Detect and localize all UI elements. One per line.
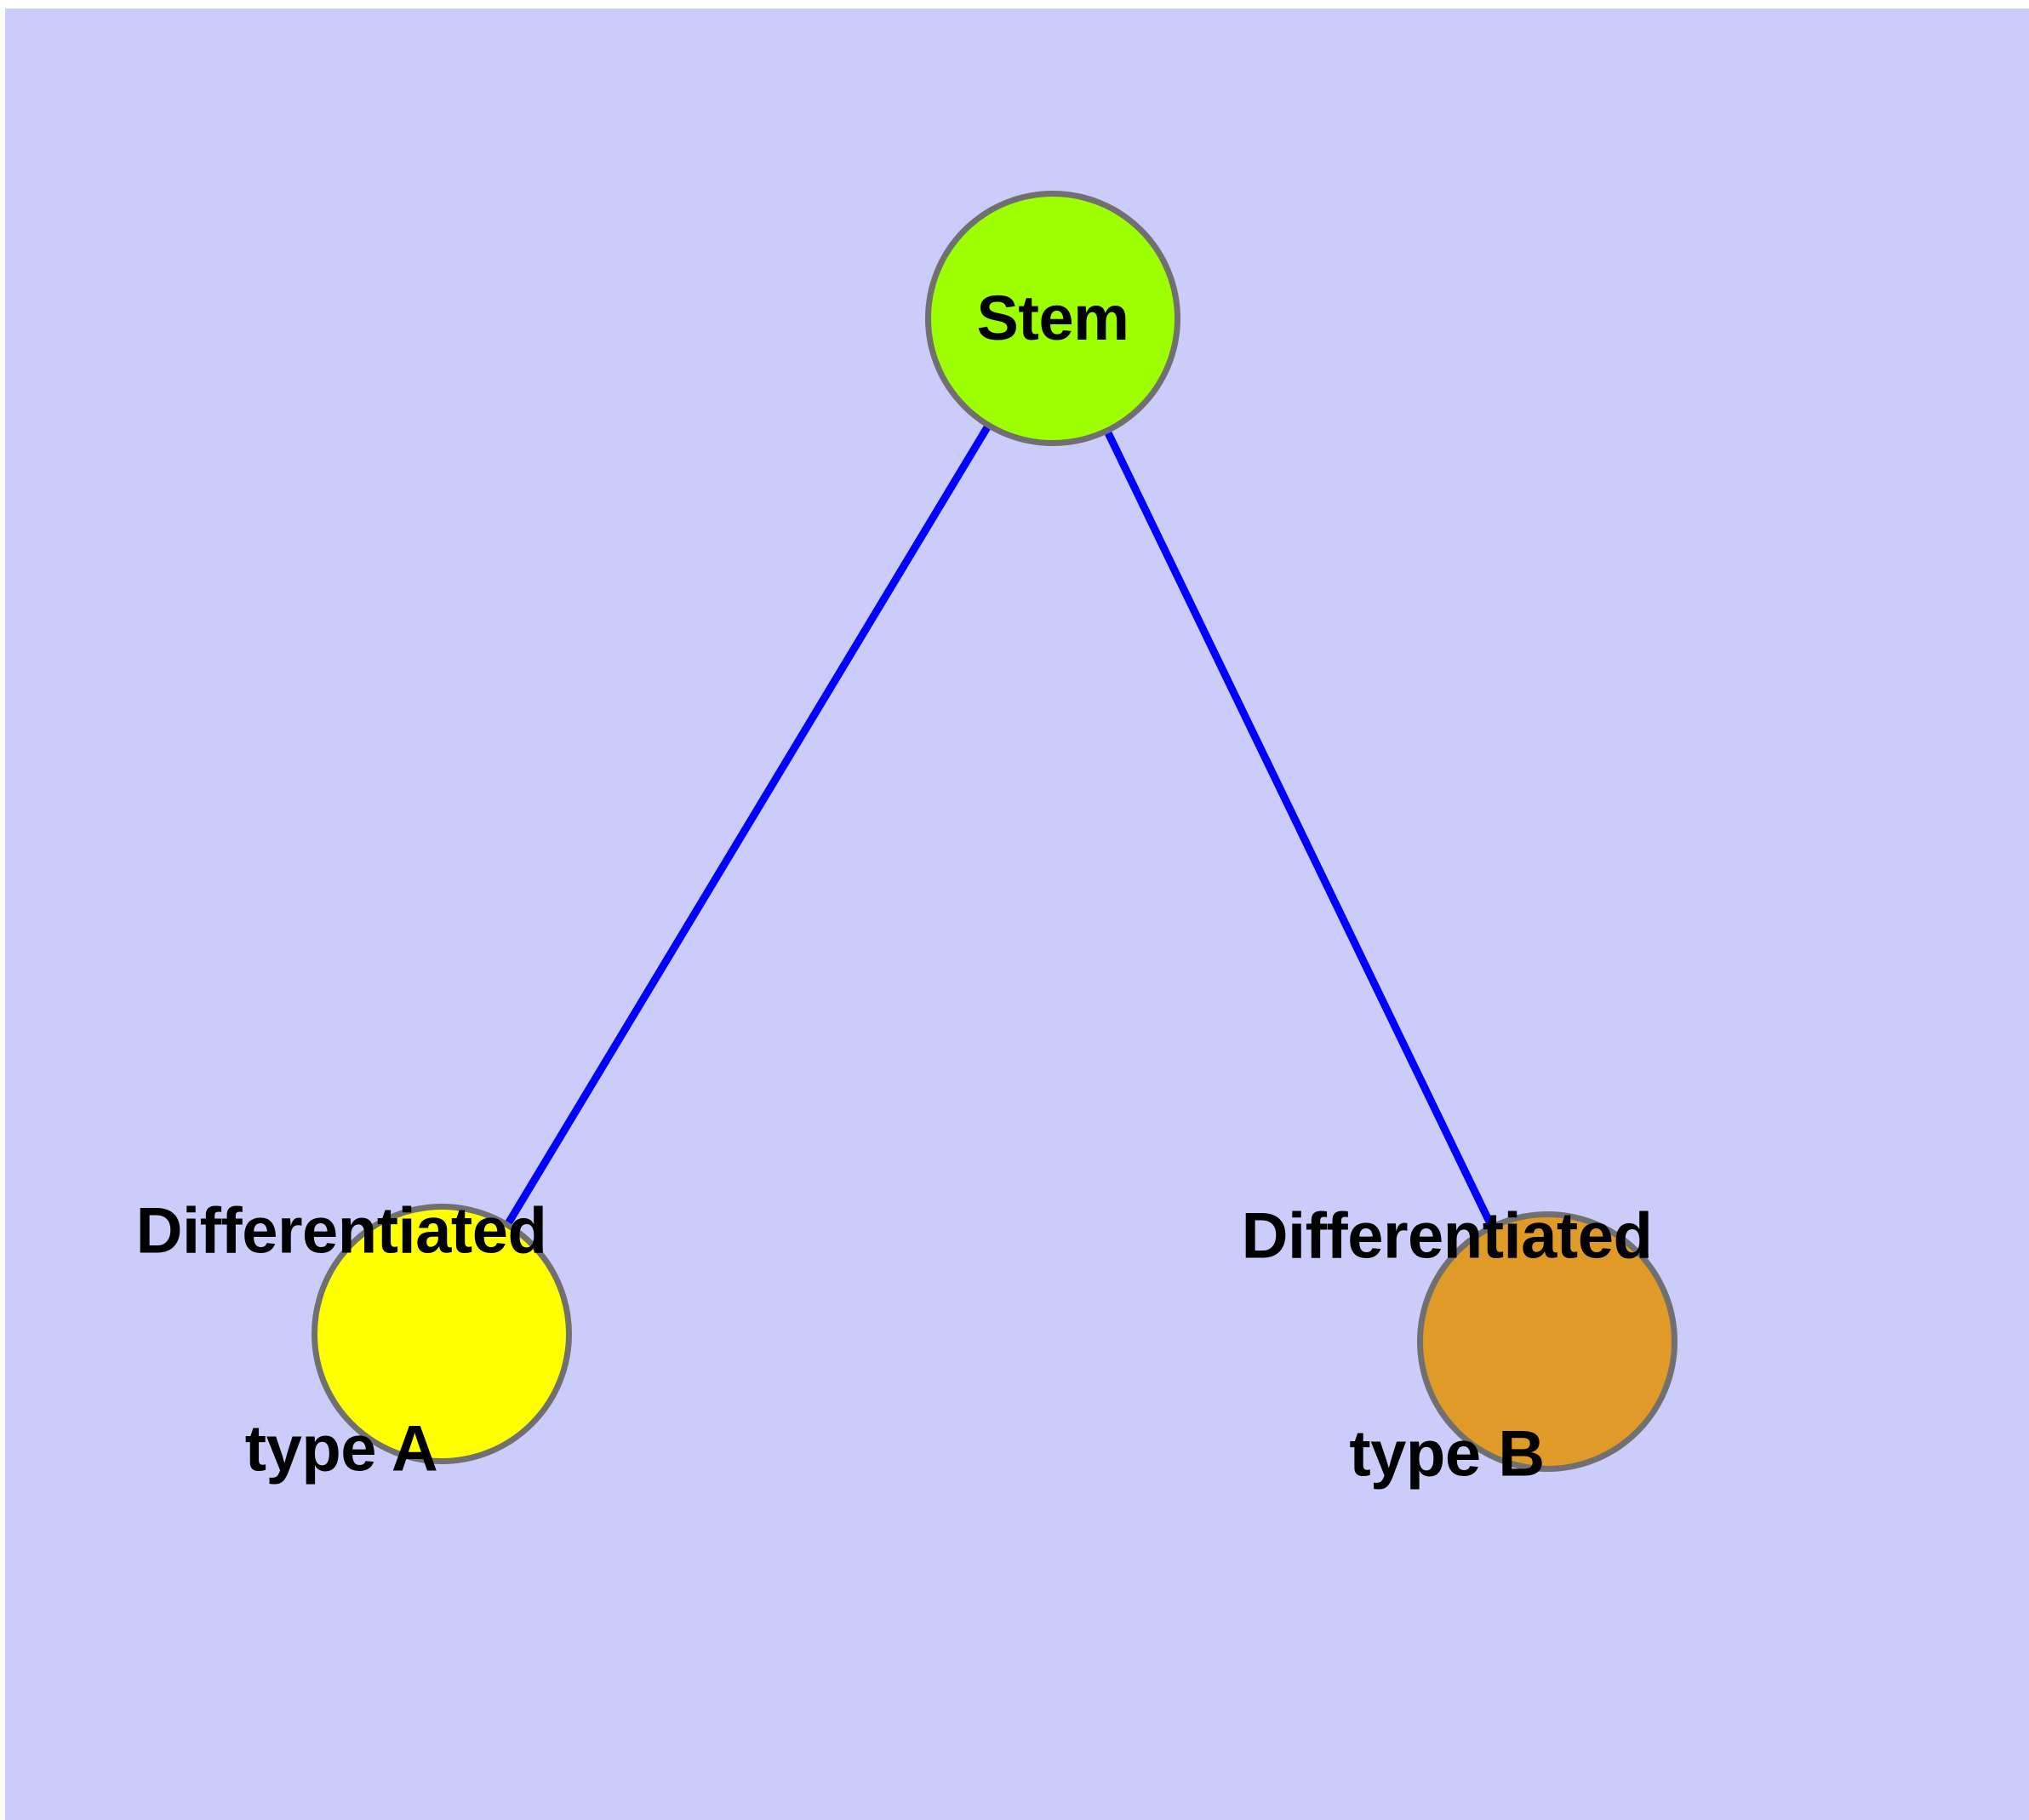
edge-layer [438,316,1552,1343]
edge-stem-to-differentiated-type-b[interactable] [1049,317,1552,1343]
node-differentiated-type-b[interactable] [1417,1211,1677,1472]
node-stem[interactable] [925,191,1180,446]
node-layer [311,191,1677,1472]
node-differentiated-type-a[interactable] [311,1204,572,1464]
edge-stem-to-differentiated-type-a[interactable] [438,316,1056,1336]
